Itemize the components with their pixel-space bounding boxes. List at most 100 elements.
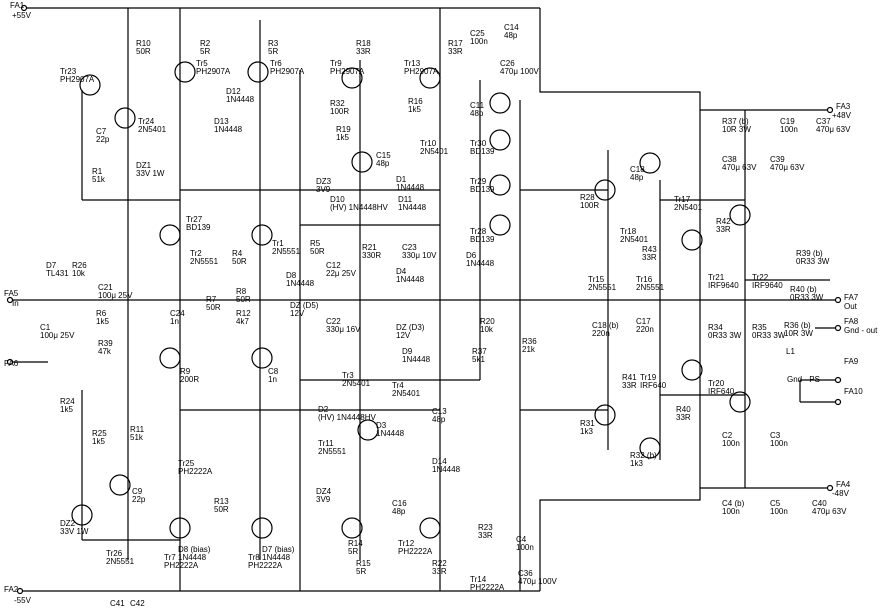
component-value: 2N5401 [620, 235, 649, 244]
component-value: 100μ 25V [98, 291, 133, 300]
component-ref: C22 [326, 317, 341, 326]
component-value: 33R [448, 47, 463, 56]
component-value: 2N5401 [138, 125, 167, 134]
component-value: 0R33 3W [752, 331, 786, 340]
component-value: 51k [130, 433, 143, 442]
component-dz-d3-: DZ (D3)12V [396, 324, 424, 340]
fa6-label: FA6 [4, 359, 19, 368]
component-ref: C8 [268, 367, 279, 376]
component-value: 0R33 3W [790, 293, 824, 302]
component-value: 330μ 16V [326, 325, 361, 334]
component-ref: C21 [98, 283, 113, 292]
component-value: 5R [268, 47, 279, 56]
component-value: 220n [592, 329, 610, 338]
component-ref: R2 [200, 39, 211, 48]
component-value: 1N4448 [286, 279, 315, 288]
component-value: IRF640 [708, 387, 735, 396]
component-value: PH2907A [270, 67, 305, 76]
fa3-voltage: +48V [832, 111, 851, 120]
component-value: 50R [310, 247, 325, 256]
component-value: 5k1 [472, 355, 485, 364]
component-ref: C19 [780, 117, 795, 126]
component-ref: Tr21 [708, 273, 725, 282]
component-value: 2N5401 [674, 203, 703, 212]
component-ref: R18 [356, 39, 371, 48]
component-value: 1k3 [580, 427, 593, 436]
component-ref: Tr22 [752, 273, 769, 282]
component-value: 470μ 100V [518, 577, 557, 586]
component-ref: C5 [770, 499, 781, 508]
component-ref: C17 [636, 317, 651, 326]
component-value: 1k5 [336, 133, 349, 142]
component-value: PH2222A [164, 561, 199, 570]
component-value: 47k [98, 347, 111, 356]
component-value: 10k [480, 325, 493, 334]
component-value: 1k5 [96, 317, 109, 326]
component-ref: C4 (b) [722, 499, 745, 508]
component-r36-b-: R36 (b)10R 3W [784, 322, 813, 338]
component-ref: R37 [472, 347, 487, 356]
component-ref: Tr24 [138, 117, 155, 126]
component-ref: D2 [318, 405, 329, 414]
component-ref: R10 [136, 39, 151, 48]
component-ref: DZ (D3) [396, 323, 425, 332]
gnd-ps-label: Gnd - PS [787, 375, 820, 384]
transistor-symbols [71, 61, 751, 539]
component-ref: D9 [402, 347, 413, 356]
component-dz-d5-: DZ (D5)12V [290, 302, 318, 318]
component-value: 50R [236, 295, 251, 304]
component-ref: R12 [236, 309, 251, 318]
component-value: 3V9 [316, 185, 331, 194]
component-value: (HV) 1N4448HV [330, 203, 388, 212]
component-d8-bias-: D8 (bias)1N4448 [178, 546, 210, 562]
component-ref: C14 [504, 23, 519, 32]
component-value: 10k [72, 269, 85, 278]
component-ref: R37 (b) [722, 117, 749, 126]
component-value: 470μ 63V [816, 125, 851, 134]
component-value: PH2222A [398, 547, 433, 556]
component-value: PH2222A [248, 561, 283, 570]
component-value: PH2907A [404, 67, 439, 76]
component-value: 50R [214, 505, 229, 514]
component-ref: Tr25 [178, 459, 195, 468]
component-value: 50R [136, 47, 151, 56]
component-ref: R5 [310, 239, 321, 248]
component-value: IRF9640 [708, 281, 739, 290]
component-value: 100μ 25V [40, 331, 75, 340]
component-value: 5R [356, 567, 367, 576]
component-value: 33R [622, 381, 637, 390]
component-value: 100n [780, 125, 798, 134]
component-ref: Tr14 [470, 575, 487, 584]
component-value: 1N4448 [226, 95, 255, 104]
component-value: 100R [330, 107, 350, 116]
component-ref: D14 [432, 457, 447, 466]
component-ref: Tr5 [196, 59, 208, 68]
component-ref: R23 [478, 523, 493, 532]
